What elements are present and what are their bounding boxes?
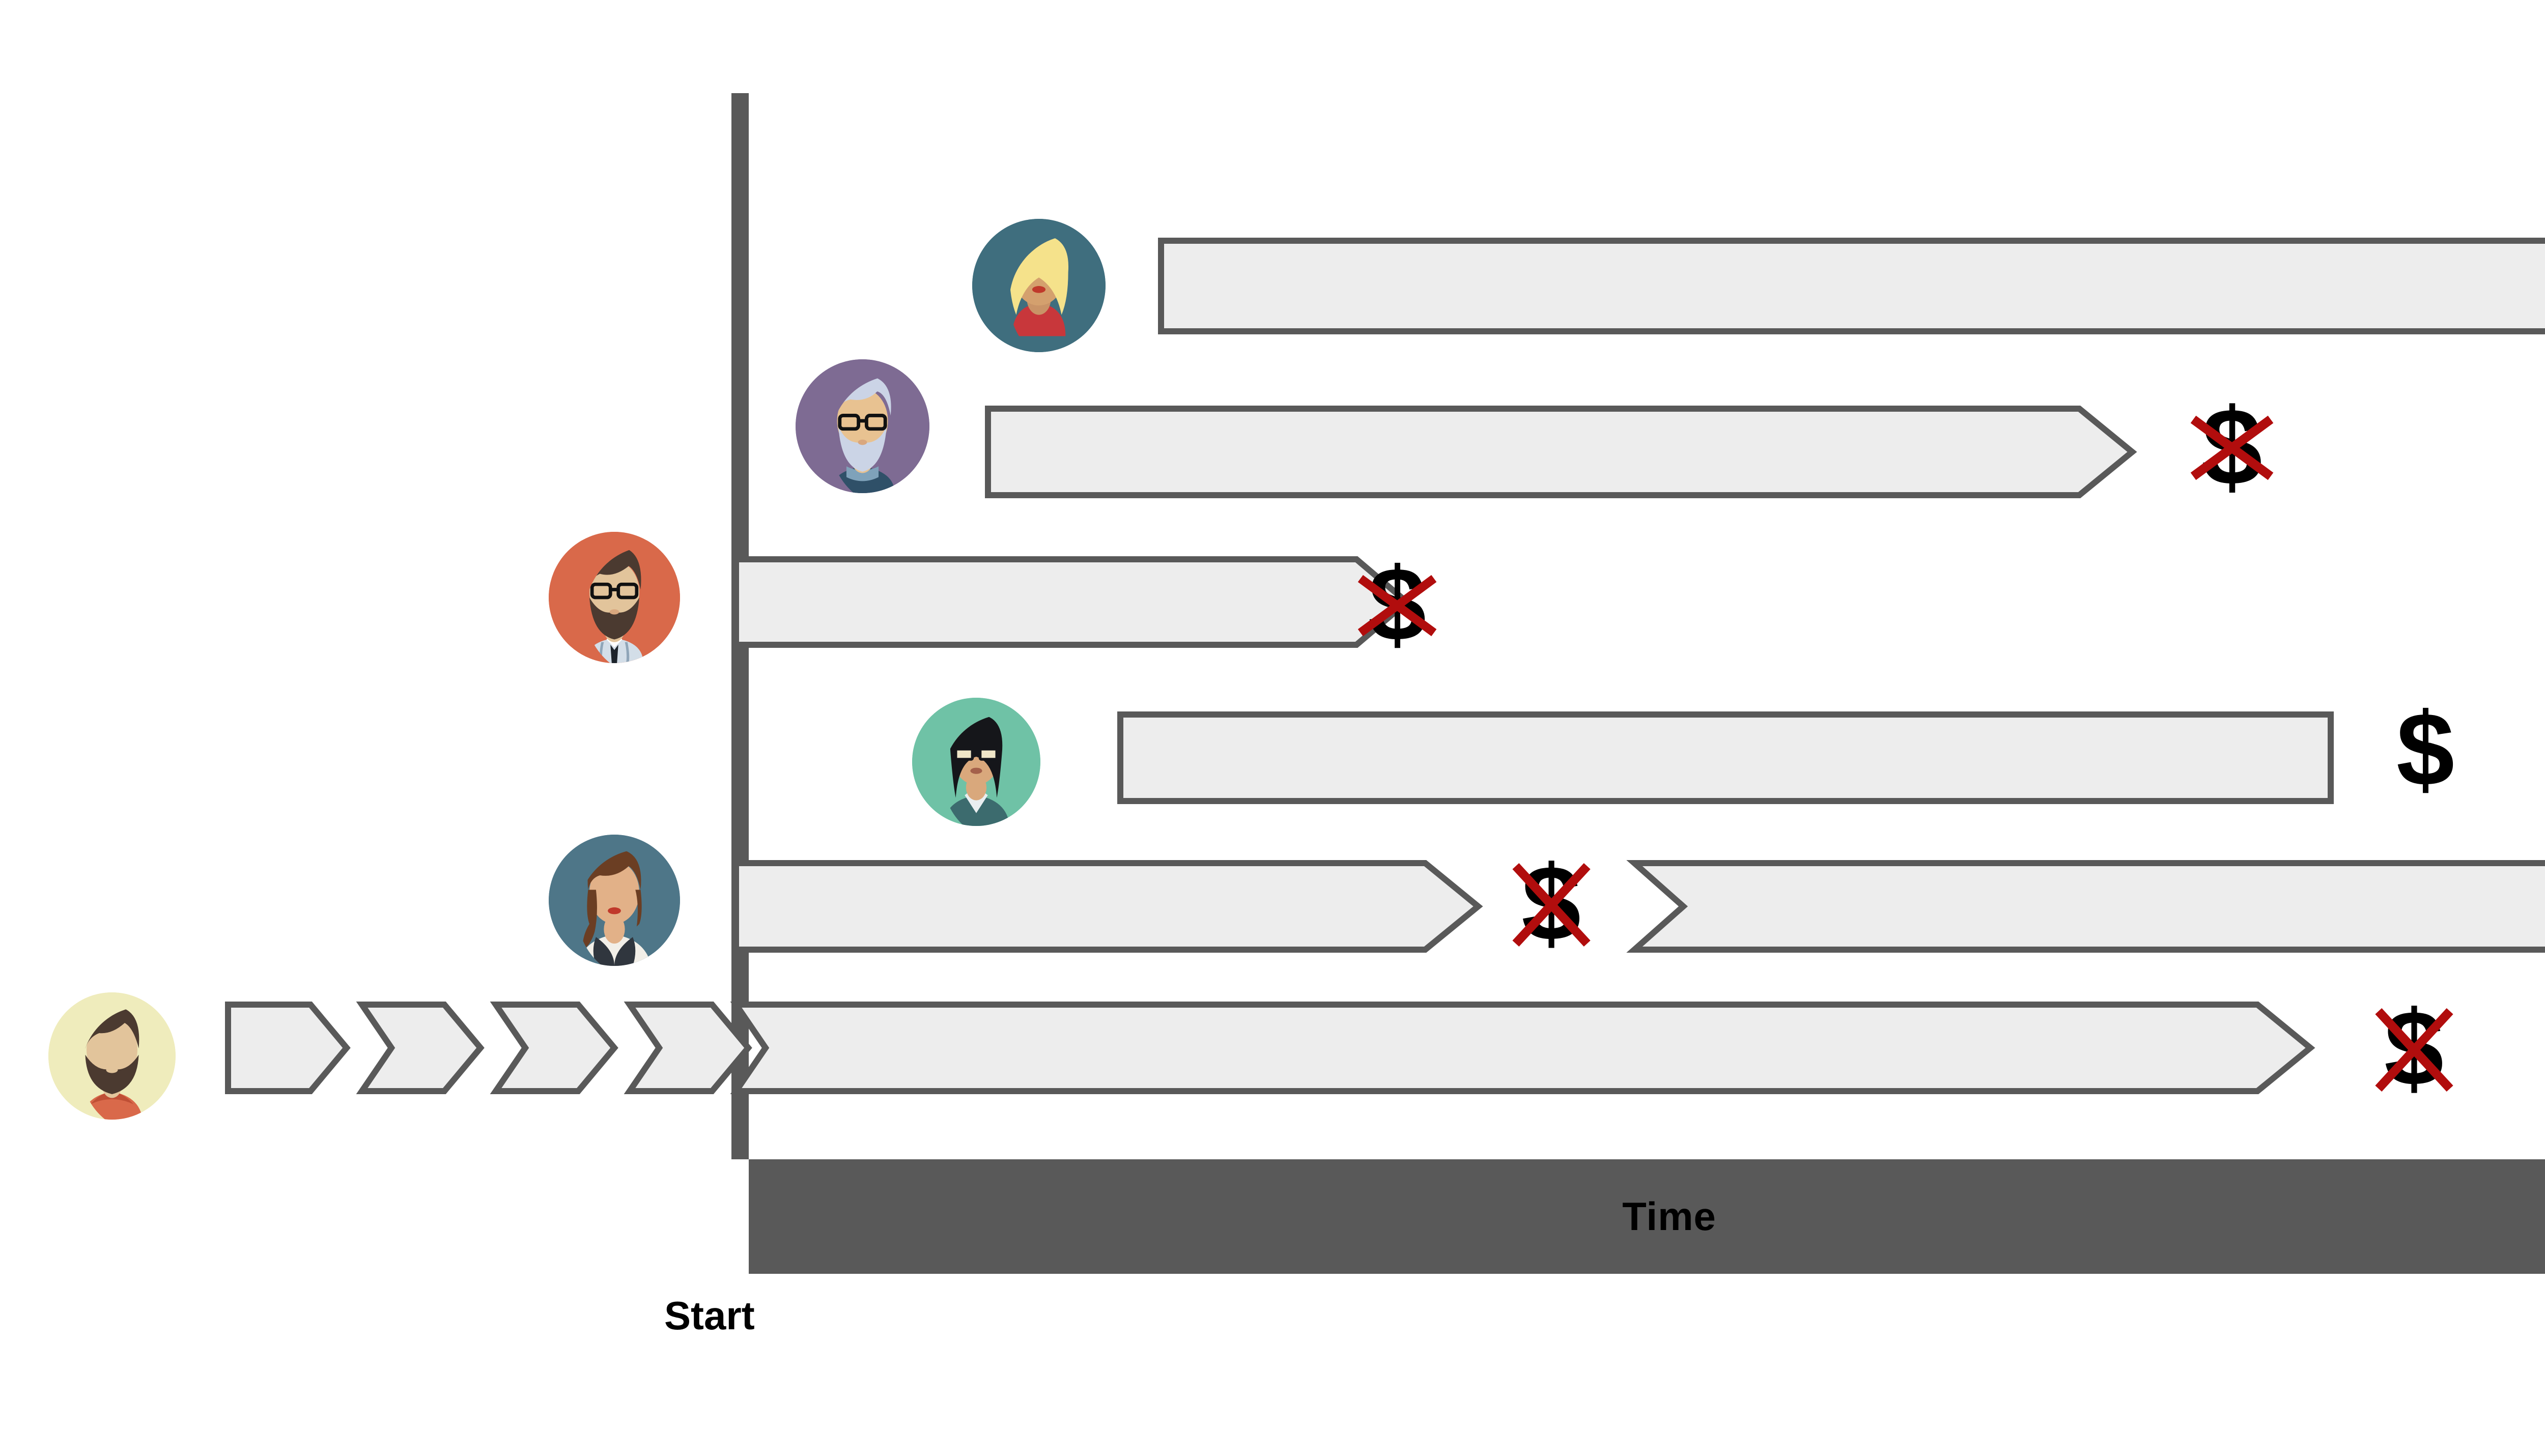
row-6-prefix-chevron-1	[225, 1002, 351, 1094]
start-label: Start	[664, 1293, 755, 1338]
cancel-cross-icon	[2190, 415, 2274, 480]
avatar-woman-glasses	[912, 698, 1040, 826]
row-2-cancelled-money-marker: $	[2184, 392, 2280, 504]
row-3-bar-segment	[733, 556, 1412, 648]
avatar-bearded-man-tie	[549, 532, 680, 663]
time-axis-bar: Time	[749, 1159, 2545, 1274]
row-4-bar-segment	[1117, 711, 2334, 804]
row-5-bar-segment-2	[1626, 860, 2545, 953]
cancel-cross-icon	[1358, 575, 1437, 637]
row-2-bar-segment	[985, 406, 2137, 498]
avatar-bearded-man-orange	[48, 992, 176, 1120]
dollar-glyph: $	[2396, 691, 2454, 808]
row-6-prefix-chevron-2	[356, 1002, 485, 1094]
row-5-cancelled-money-marker: $	[1504, 850, 1598, 959]
row-6-prefix-chevron-3	[490, 1002, 618, 1094]
row-3-cancelled-money-marker: $	[1351, 552, 1443, 659]
row-5-bar-segment-1	[733, 860, 1483, 953]
cancel-cross-icon	[1512, 863, 1591, 947]
row-4-paid-money-marker: $	[2382, 697, 2469, 804]
cancel-cross-icon	[2374, 1008, 2453, 1092]
row-6-cancelled-money-marker: $	[2367, 995, 2461, 1104]
row-6-prefix-chevron-4	[624, 1002, 752, 1094]
row-6-bar-segment	[730, 1002, 2315, 1094]
avatar-blonde-woman	[972, 219, 1106, 352]
time-axis-label: Time	[1622, 1194, 1716, 1239]
avatar-ponytail-woman	[549, 835, 680, 966]
row-1-bar-segment	[1158, 238, 2545, 334]
avatar-elderly-man-glasses	[796, 359, 929, 493]
